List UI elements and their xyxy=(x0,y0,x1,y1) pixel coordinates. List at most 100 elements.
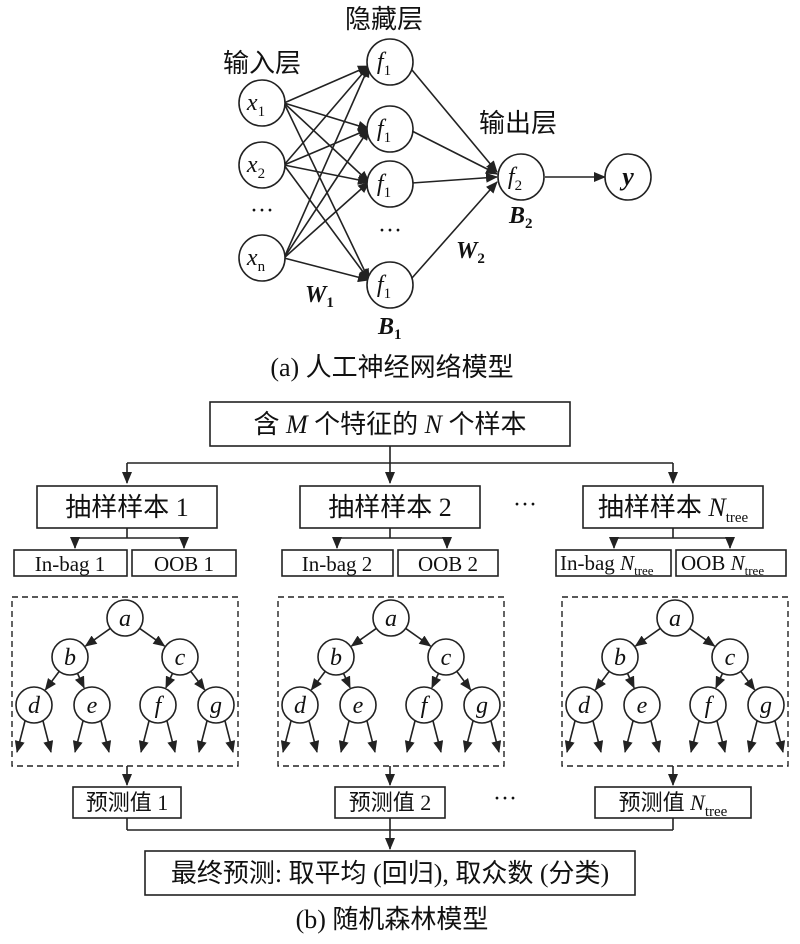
b2-sub: 2 xyxy=(525,216,533,232)
tree-node-label-d: d xyxy=(294,693,307,719)
input-layer-label: 输入层 xyxy=(223,49,301,78)
tree-edge xyxy=(715,673,726,689)
tree-node-c xyxy=(161,638,199,676)
leaf-arrow xyxy=(14,720,26,753)
dataset-text-post: 个样本 xyxy=(442,410,527,439)
tree-node-g xyxy=(463,686,501,724)
tree-node-label-d: d xyxy=(578,693,591,719)
leaf-arrow xyxy=(564,720,576,753)
tree-node-b xyxy=(317,638,355,676)
dataset-text-m: M xyxy=(285,410,309,439)
tree-node-b xyxy=(601,638,639,676)
tree-node-e xyxy=(339,686,377,724)
input-node-x1-sub: 1 xyxy=(258,104,266,120)
tree-node-label-e: e xyxy=(353,693,364,719)
hidden-node-3: f1 xyxy=(366,160,414,208)
tree-edge xyxy=(310,670,326,691)
prediction-label-1: 预测值 1 xyxy=(86,790,169,815)
b1-base: B xyxy=(377,314,394,340)
hidden-node-4-sub: 1 xyxy=(384,286,392,302)
merge-lines xyxy=(126,818,674,850)
tree-node-c xyxy=(427,638,465,676)
hidden-ellipsis: ··· xyxy=(378,218,402,244)
prediction-ellipsis: ··· xyxy=(493,786,517,812)
sample-box-ntree xyxy=(582,485,764,529)
tree-node-g xyxy=(747,686,785,724)
tree-node-label-c: c xyxy=(175,645,186,671)
hidden-node-3-sub: 1 xyxy=(384,185,392,201)
svg-text:f1: f1 xyxy=(377,49,391,79)
tree-node-label-g: g xyxy=(760,693,772,719)
leaf-arrow xyxy=(746,720,758,753)
output-layer-label: 输出层 xyxy=(479,109,557,138)
oob-box-1 xyxy=(131,549,237,577)
tree-node-label-f: f xyxy=(155,693,165,719)
w2-sub: 2 xyxy=(477,251,485,267)
svg-text:f2: f2 xyxy=(508,164,522,194)
tree-node-label-b: b xyxy=(330,645,342,671)
tree-node-d xyxy=(565,686,603,724)
hidden-node-4-base: f xyxy=(377,272,387,298)
hidden-node-1-sub: 1 xyxy=(384,63,392,79)
caption-b: (b) 随机森林模型 xyxy=(296,905,489,934)
input-ellipsis: ··· xyxy=(250,198,274,224)
caption-a: (a) 人工神经网络模型 xyxy=(270,353,513,382)
input-hidden-edges xyxy=(283,65,370,283)
leaf-arrow xyxy=(224,720,236,753)
hidden-output-edges xyxy=(411,69,606,279)
tree-node-f xyxy=(689,686,727,724)
dataset-text-mid: 个特征的 xyxy=(308,410,425,439)
oob-ntree-base: N xyxy=(730,551,746,575)
pred-ntree-pre: 预测值 xyxy=(619,790,691,815)
oob-ntree-pre: OOB xyxy=(681,551,731,575)
inbag-label-1: In-bag 1 xyxy=(35,552,106,576)
dataset-text-n: N xyxy=(424,410,444,439)
sample-label-ntree: 抽样样本 Ntree xyxy=(598,493,749,526)
sample-box-1 xyxy=(36,485,218,529)
leaf-arrow xyxy=(774,720,786,753)
leaf-arrow xyxy=(280,720,292,753)
hidden-node-2-sub: 1 xyxy=(384,130,392,146)
tree-edge xyxy=(624,673,635,689)
leaf-arrow xyxy=(196,720,208,753)
svg-text:x2: x2 xyxy=(246,152,265,182)
tree-node-label-a: a xyxy=(385,606,397,632)
hidden-node-1: f1 xyxy=(366,38,414,86)
tree-node-label-c: c xyxy=(441,645,452,671)
tree-node-e xyxy=(73,686,111,724)
input-node-x2-base: x xyxy=(246,152,258,178)
leaf-arrow xyxy=(404,720,416,753)
tree-dashed-border xyxy=(277,596,505,767)
prediction-label-2: 预测值 2 xyxy=(349,790,432,815)
leaf-arrow xyxy=(592,720,604,753)
final-prediction-text: 最终预测: 取平均 (回归), 取众数 (分类) xyxy=(171,859,609,888)
y-node: y xyxy=(604,153,652,201)
pred-ntree-base: N xyxy=(689,790,706,815)
split-lines-1 xyxy=(70,528,189,549)
tree-edge xyxy=(456,670,472,691)
oob-label-ntree: OOB Ntree xyxy=(681,551,764,578)
input-node-xn-base: x xyxy=(246,245,258,271)
inbag-label-ntree: In-bag Ntree xyxy=(560,551,654,578)
w2-label: W2 xyxy=(456,238,485,267)
leaf-arrow xyxy=(138,720,150,753)
hidden-node-3-base: f xyxy=(377,171,387,197)
sample-label-2: 抽样样本 2 xyxy=(328,493,452,522)
tree-edge xyxy=(74,673,85,689)
b2-base: B xyxy=(508,203,525,229)
tree-node-a xyxy=(656,599,694,637)
tree-edge xyxy=(84,627,111,647)
leaf-arrow xyxy=(72,720,84,753)
b1-label: B1 xyxy=(377,314,402,343)
b2-label: B2 xyxy=(508,203,533,232)
tree-edge xyxy=(350,627,377,647)
hidden-node-2: f1 xyxy=(366,105,414,153)
pred-ntree-sub: tree xyxy=(705,804,728,820)
tree-node-b xyxy=(51,638,89,676)
svg-text:xn: xn xyxy=(246,245,266,275)
input-node-xn: xn xyxy=(238,234,286,282)
b1-sub: 1 xyxy=(394,327,402,343)
tree-edge xyxy=(44,670,60,691)
